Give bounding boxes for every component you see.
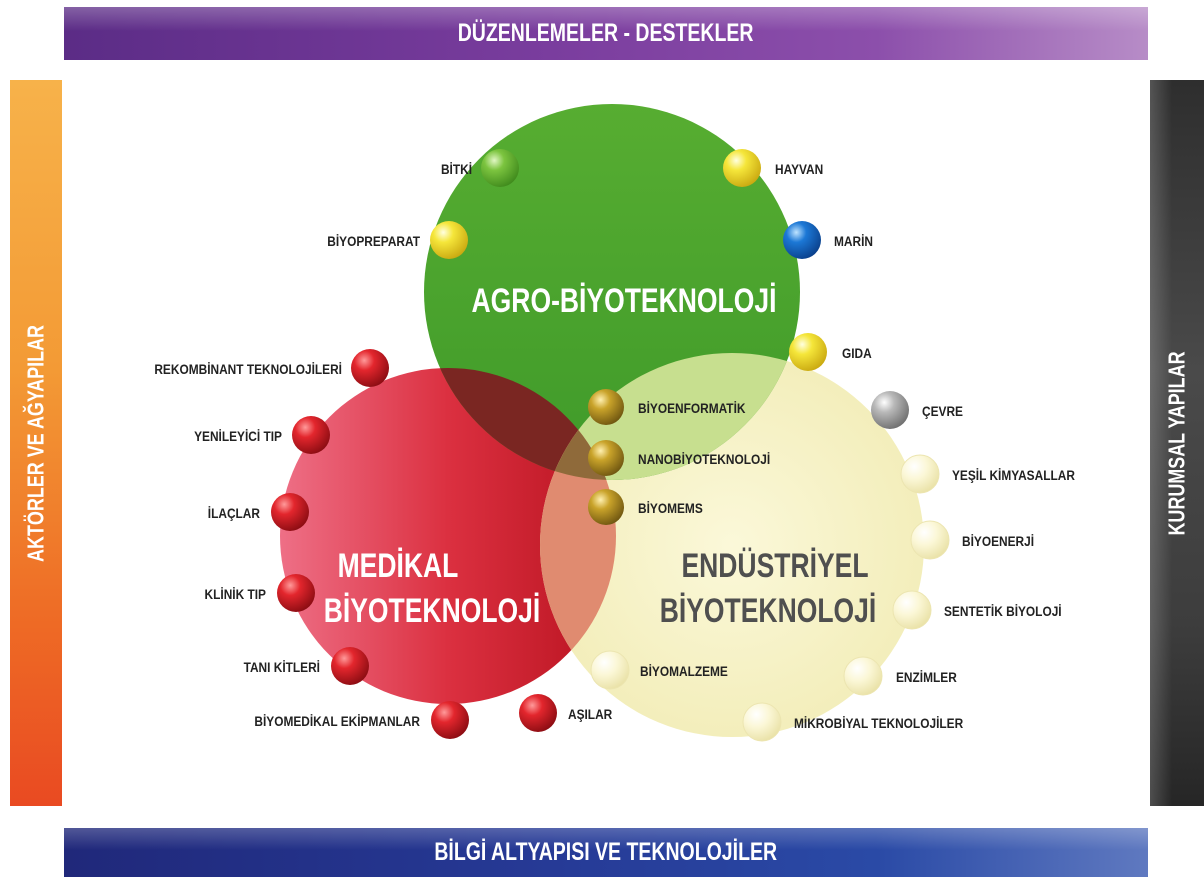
- sentetik-sphere-icon: [892, 590, 932, 630]
- bottom-band-label: BİLGİ ALTYAPISI VE TEKNOLOJİLER: [434, 838, 778, 866]
- regulations-support-band: DÜZENLEMELER - DESTEKLER: [64, 7, 1148, 60]
- information-infrastructure-band: BİLGİ ALTYAPISI VE TEKNOLOJİLER: [64, 828, 1148, 877]
- mikrobiyal-label: MİKROBİYAL TEKNOLOJİLER: [794, 715, 964, 731]
- yenileyici-label: YENİLEYİCİ TIP: [194, 428, 282, 444]
- biyomems-sphere-icon: [588, 489, 624, 525]
- agro-medical-overlap: [424, 368, 616, 480]
- biyoenformatik-sphere-icon: [588, 389, 624, 425]
- yenileyici-sphere-icon: [292, 416, 330, 454]
- bitki-sphere-icon: [481, 149, 519, 187]
- industrial-circle-title-line1: ENDÜSTRİYEL: [681, 546, 868, 585]
- ekipman-label: BİYOMEDİKAL EKİPMANLAR: [254, 713, 420, 729]
- ilaclar-label: İLAÇLAR: [208, 505, 261, 521]
- cevre-sphere-icon: [871, 391, 909, 429]
- node-spheres: [271, 149, 950, 742]
- medical-circle-title-line1: MEDİKAL: [338, 547, 459, 585]
- biyopreparat-sphere-icon: [430, 221, 468, 259]
- marin-label: MARİN: [834, 233, 873, 249]
- enzimler-label: ENZİMLER: [896, 669, 957, 685]
- enzimler-sphere-icon: [843, 656, 883, 696]
- nanobiyo-sphere-icon: [588, 440, 624, 476]
- tani-label: TANI KİTLERİ: [244, 659, 320, 675]
- yesil-label: YEŞİL KİMYASALLAR: [952, 467, 1075, 483]
- klinik-sphere-icon: [277, 574, 315, 612]
- actors-networks-band: AKTÖRLER VE AĞYAPILAR: [10, 80, 62, 806]
- gida-sphere-icon: [789, 333, 827, 371]
- node-labels: BİTKİ HAYVAN BİYOPREPARAT MARİN GIDA ÇEV…: [154, 161, 1075, 731]
- institutional-structures-band: KURUMSAL YAPILAR: [1150, 80, 1204, 806]
- ilaclar-sphere-icon: [271, 493, 309, 531]
- agro-industrial-overlap: [540, 353, 800, 480]
- hayvan-label: HAYVAN: [775, 161, 823, 177]
- tani-sphere-icon: [331, 647, 369, 685]
- ekipman-sphere-icon: [431, 701, 469, 739]
- asilar-sphere-icon: [519, 694, 557, 732]
- biyoenerji-label: BİYOENERJİ: [962, 533, 1034, 549]
- biyoenerji-sphere-icon: [910, 520, 950, 560]
- gida-label: GIDA: [842, 345, 872, 361]
- yesil-sphere-icon: [900, 454, 940, 494]
- mikrobiyal-sphere-icon: [742, 702, 782, 742]
- cevre-label: ÇEVRE: [922, 403, 963, 419]
- agro-circle-title: AGRO-BİYOTEKNOLOJİ: [472, 282, 777, 320]
- marin-sphere-icon: [783, 221, 821, 259]
- biyopreparat-label: BİYOPREPARAT: [327, 233, 420, 249]
- klinik-label: KLİNİK TIP: [205, 586, 267, 602]
- industrial-circle-title-line2: BİYOTEKNOLOJİ: [660, 592, 877, 630]
- sentetik-label: SENTETİK BİYOLOJİ: [944, 603, 1062, 619]
- rekombinant-sphere-icon: [351, 349, 389, 387]
- biyomalzeme-label: BİYOMALZEME: [640, 663, 728, 679]
- biyomalzeme-sphere-icon: [590, 650, 630, 690]
- nanobiyo-label: NANOBİYOTEKNOLOJİ: [638, 451, 770, 467]
- hayvan-sphere-icon: [723, 149, 761, 187]
- biyoenformatik-label: BİYOENFORMATİK: [638, 400, 746, 416]
- medical-circle-title-line2: BİYOTEKNOLOJİ: [324, 592, 541, 630]
- asilar-label: AŞILAR: [568, 706, 613, 722]
- biyomems-label: BİYOMEMS: [638, 500, 703, 516]
- rekombinant-label: REKOMBİNANT TEKNOLOJİLERİ: [154, 361, 342, 377]
- bitki-label: BİTKİ: [441, 161, 472, 177]
